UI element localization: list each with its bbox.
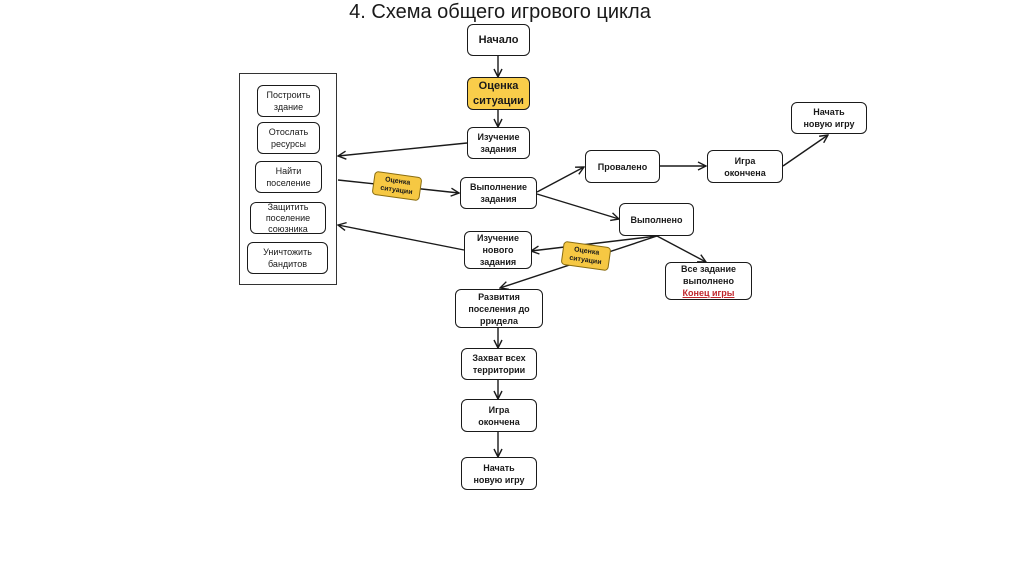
node-start[interactable]: Начало: [467, 24, 530, 56]
page-title: 4. Схема общего игрового цикла: [349, 1, 651, 23]
node-do-task[interactable]: Выполнение задания: [460, 177, 537, 209]
arrow-done-to-all-done: [656, 235, 706, 262]
node-new-game-2[interactable]: Начать новую игру: [461, 457, 537, 490]
node-develop-settlement[interactable]: Развития поселения до pридела: [455, 289, 543, 328]
node-all-done[interactable]: Все задание выполнено Конец игры: [665, 262, 752, 300]
arrow-study-to-actions: [338, 142, 468, 156]
arrow-gameover-to-newgame: [782, 135, 828, 167]
actions-panel: [239, 73, 337, 285]
action-destroy-bandits[interactable]: Уничтожить бандитов: [247, 242, 328, 274]
node-game-over-2[interactable]: Игра окончена: [461, 399, 537, 432]
node-done[interactable]: Выполнено: [619, 203, 694, 236]
node-failed[interactable]: Провалено: [585, 150, 660, 183]
arrow-done-to-new-task: [531, 235, 658, 251]
node-assess-situation[interactable]: Оценка ситуации: [467, 77, 530, 110]
arrow-do-task-to-failed: [536, 167, 584, 193]
node-capture-territories[interactable]: Захват всех территории: [461, 348, 537, 380]
action-defend-ally[interactable]: Защитить поселение союзника: [250, 202, 326, 234]
arrow-do-task-to-done: [536, 193, 619, 219]
node-study-new-task[interactable]: Изучение нового задания: [464, 231, 532, 269]
all-done-label: Все задание выполнено: [680, 264, 737, 286]
node-study-task[interactable]: Изучение задания: [467, 127, 530, 159]
action-find-settlement[interactable]: Найти поселение: [255, 161, 322, 193]
action-build[interactable]: Построить здание: [257, 85, 320, 117]
arrow-new-task-to-actions: [338, 225, 465, 251]
game-end-link[interactable]: Конец игры: [682, 288, 735, 298]
node-new-game-1[interactable]: Начать новую игру: [791, 102, 867, 134]
action-send-resources[interactable]: Отослать ресурсы: [257, 122, 320, 154]
node-game-over-1[interactable]: Игра окончена: [707, 150, 783, 183]
